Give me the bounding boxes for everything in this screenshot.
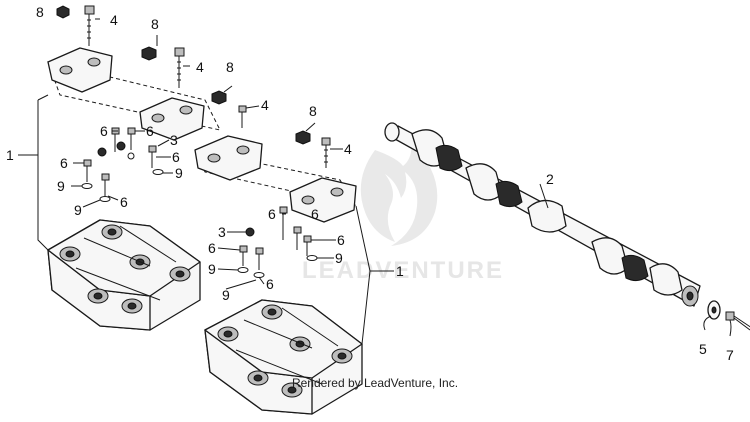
callout-4: 4 [344,141,352,157]
leader-lines [18,18,732,345]
callout-6: 6 [120,194,128,210]
callout-labels: 8 4 8 4 8 4 8 4 1 6 6 3 6 6 9 9 9 6 2 6 … [6,4,734,363]
callout-1: 1 [6,147,14,163]
callout-1: 1 [396,263,404,279]
callout-8: 8 [309,103,317,119]
cap-bolts-and-nuts [56,5,331,168]
callout-9: 9 [74,202,82,218]
callout-6: 6 [268,206,276,222]
cam-cap-plate-right [194,135,357,223]
callout-8: 8 [226,59,234,75]
callout-9: 9 [335,250,343,266]
camshaft-washer [707,300,721,320]
callout-8: 8 [36,4,44,20]
callout-4: 4 [196,59,204,75]
render-credit: Rendered by LeadVenture, Inc. [291,376,459,390]
callout-8: 8 [151,16,159,32]
cam-cap-plate-left [47,47,221,141]
camshaft-holder-left [47,219,201,331]
callout-6: 6 [266,276,274,292]
callout-4: 4 [110,12,118,28]
callout-4: 4 [261,97,269,113]
rocker-fasteners-left [81,127,164,202]
rocker-fasteners-right [237,206,318,278]
camshaft-bolt [725,311,750,331]
callout-3: 3 [218,224,226,240]
callout-6: 6 [208,240,216,256]
watermark: LEADVENTURE [302,142,504,284]
camshaft-holder-right [204,299,363,415]
callout-9: 9 [208,261,216,277]
callout-7: 7 [726,347,734,363]
callout-3: 3 [170,132,178,148]
callout-6: 6 [337,232,345,248]
callout-5: 5 [699,341,707,357]
callout-6: 6 [172,149,180,165]
watermark-text: LEADVENTURE [302,257,504,284]
callout-2: 2 [546,171,554,187]
nut-icon [56,5,70,19]
callout-9: 9 [222,287,230,303]
callout-6: 6 [60,155,68,171]
callout-6: 6 [146,123,154,139]
callout-6: 6 [100,123,108,139]
callout-6: 6 [311,206,319,222]
callout-9: 9 [57,178,65,194]
callout-9: 9 [175,165,183,181]
camshaft [384,122,701,307]
